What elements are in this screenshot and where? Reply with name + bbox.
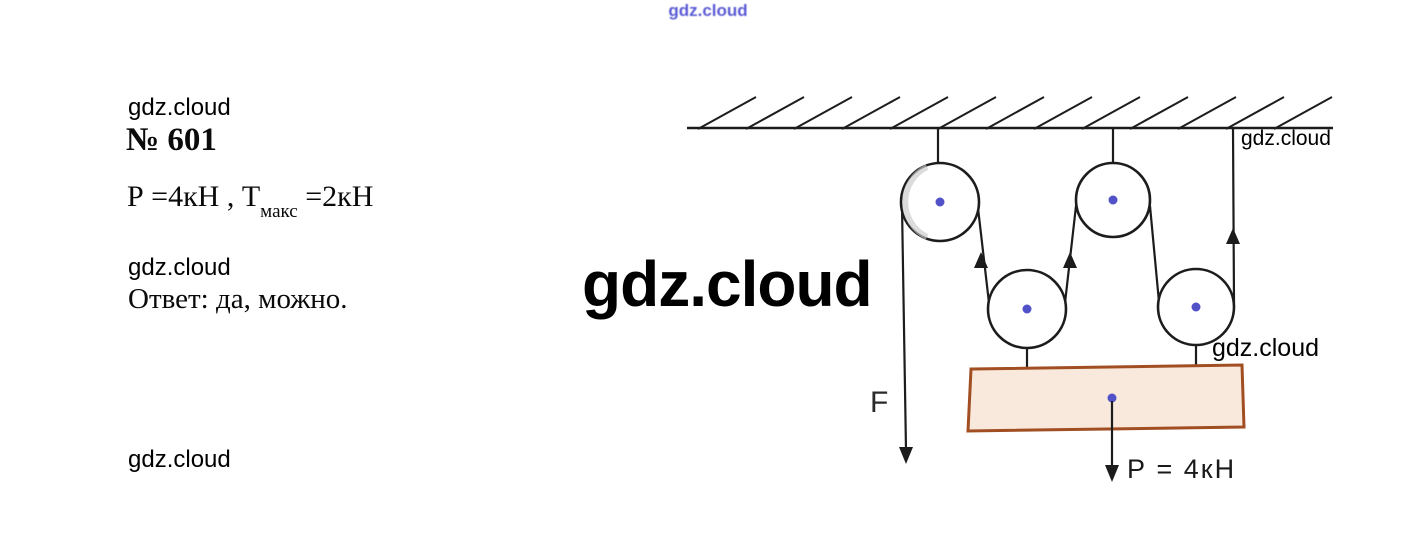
given-data: Р =4кН , Тмакс =2кН [127, 180, 374, 222]
rope-movable2-ceiling [1231, 126, 1236, 305]
up-arrow-2 [1063, 252, 1077, 268]
watermark-right-mid: gdz.cloud [1212, 334, 1320, 362]
answer-text: Ответ: да, можно. [128, 283, 348, 315]
watermark-left-top: gdz.cloud [128, 94, 231, 121]
weight-arrowhead [1105, 465, 1119, 482]
ceiling-hatch [697, 96, 1333, 130]
pulley-shading [902, 164, 929, 240]
watermark-left-mid: gdz.cloud [128, 254, 231, 281]
axle-dot-movable2 [1191, 302, 1201, 312]
force-arrowhead [899, 447, 913, 464]
up-arrow-1 [974, 252, 988, 268]
axle-dot-fixed1 [935, 197, 945, 207]
given-suffix: =2кН [297, 180, 374, 213]
weight-label: Р = 4кН [1127, 454, 1236, 484]
force-label: F [870, 386, 888, 419]
rope-fixed1-movable1 [976, 206, 991, 305]
rope-fixed2-movable2 [1148, 204, 1161, 304]
load-center-dot [1107, 393, 1117, 403]
watermark-top: gdz.cloud [668, 1, 748, 20]
given-prefix: Р =4кН , Т [127, 180, 261, 213]
watermark-center-big: gdz.cloud [582, 248, 873, 320]
up-arrow-3 [1226, 228, 1240, 244]
load-block [966, 363, 1246, 433]
given-subscript: макс [260, 201, 298, 222]
problem-number: № 601 [126, 122, 217, 158]
watermark-right-top: gdz.cloud [1241, 127, 1331, 150]
axle-dot-fixed2 [1108, 195, 1118, 205]
rope-force [900, 204, 908, 452]
axle-dot-movable1 [1022, 304, 1032, 314]
watermark-left-bottom: gdz.cloud [128, 446, 231, 473]
